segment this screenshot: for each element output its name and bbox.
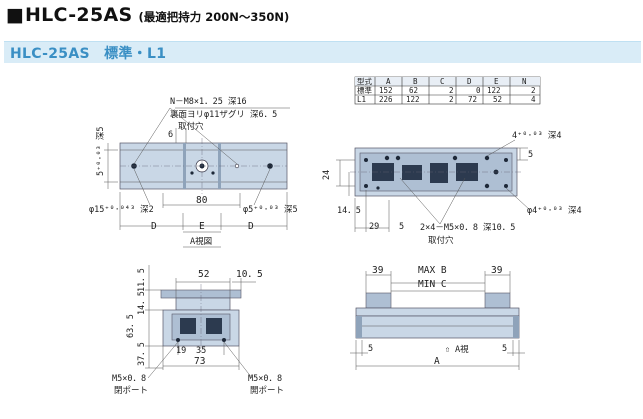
right-hole-callout: φ5⁺⁰·⁰³ 深5: [243, 205, 298, 215]
side-dim-39-right: 39: [491, 265, 503, 276]
table-header-d: D: [467, 77, 472, 86]
plan-dim-5b: 5: [399, 222, 404, 232]
tap-hole-caption: 取付穴: [428, 235, 454, 246]
open-port-size: M5×0．8: [248, 374, 282, 384]
counterbore-callout: 裏面ヨリφ11ザグリ 深6．5: [170, 109, 277, 120]
dim-d-right: D: [248, 221, 254, 232]
section-title: HLC-25AS 標準・L1: [10, 46, 167, 62]
side-dim-a: A: [434, 356, 440, 367]
end-dim-19: 19: [176, 346, 186, 356]
model-title: HLC-25AS: [24, 4, 133, 26]
table-header-a: A: [386, 77, 391, 86]
page-header: ■ HLC-25AS (最適把持力 200N〜350N): [6, 4, 289, 30]
side-view-drawing: [350, 271, 525, 370]
view-a-caption: A視図: [190, 236, 212, 247]
left-hole-callout: φ15⁺⁰·⁰⁴³ 深2: [89, 205, 154, 215]
table-header-type: 型式: [357, 76, 372, 86]
close-port-size: M5×0．8: [112, 374, 146, 384]
end-dim-10-5: 10．5: [236, 269, 263, 280]
mount-hole-caption: 取付穴: [178, 121, 204, 132]
grip-force-subtitle: (最適把持力 200N〜350N): [138, 10, 290, 24]
dim-80: 80: [196, 195, 208, 206]
table-row2-n: 4: [531, 95, 536, 104]
spec-table: 型式 A B C D E N 標準 152 62 2 0 122 2 L1 22…: [354, 76, 541, 105]
dim-e: E: [199, 221, 205, 232]
table-header-b: B: [413, 77, 418, 86]
end-dim-37-5: 37．5: [137, 342, 147, 366]
plan-dim-5: 5: [528, 150, 533, 160]
open-port-label: 開ポート: [250, 386, 284, 396]
table-row1-d: 0: [476, 86, 481, 95]
close-port-label: 閉ポート: [114, 386, 148, 396]
table-row2-b: 122: [406, 95, 420, 104]
table-header-c: C: [440, 77, 445, 86]
section-band: HLC-25AS 標準・L1: [4, 41, 641, 63]
table-row1-a: 152: [379, 86, 393, 95]
end-dim-52: 52: [198, 269, 209, 280]
plan-view-drawing: [336, 139, 531, 232]
side-dim-5-right: 5: [502, 344, 507, 354]
table-row2-c: 2: [449, 95, 454, 104]
side-min-c: MIN C: [418, 279, 447, 290]
side-view-a-label: A視: [455, 344, 469, 355]
table-row2-type: L1: [357, 95, 366, 104]
dim-6: 6: [168, 130, 173, 140]
table-row1-n: 2: [531, 86, 536, 95]
end-dim-63-5: 63．5: [126, 314, 136, 338]
pin-hole-note-2: φ4⁺⁰·⁰³ 深4: [527, 206, 582, 216]
plan-dim-14-5: 14．5: [337, 206, 361, 216]
end-dim-11-5: 11．5: [137, 268, 147, 292]
plan-dim-29: 29: [369, 222, 379, 232]
side-max-b: MAX B: [418, 265, 447, 276]
table-row2-a: 226: [379, 95, 393, 104]
end-dim-35: 35: [196, 346, 206, 356]
table-header-n: N: [522, 77, 527, 86]
table-row2-e: 52: [493, 95, 502, 104]
top-view-drawing: [104, 107, 290, 248]
plan-dim-24: 24: [322, 170, 332, 180]
tap-hole-note: 2×4－M5×0．8 深10．5: [420, 223, 515, 233]
header-square-mark: ■: [6, 4, 24, 26]
side-pin-dim: 5⁺⁰·⁰³ 深5: [96, 127, 106, 176]
side-dim-5-left: 5: [368, 344, 373, 354]
table-header-e: E: [494, 77, 499, 86]
table-row2-d: 72: [468, 95, 477, 104]
table-row1-b: 62: [409, 86, 418, 95]
table-row1-type: 標準: [357, 85, 372, 95]
dim-d-left: D: [151, 221, 157, 232]
view-a-arrow-glyph: ⇧: [445, 345, 450, 355]
mount-hole-callout: N－M8×1．25 深16: [170, 97, 247, 107]
pin-hole-note: 4⁺⁰·⁰³ 深4: [512, 131, 561, 141]
end-dim-14-5: 14．5: [137, 291, 147, 315]
side-dim-39-left: 39: [372, 265, 384, 276]
table-row1-c: 2: [449, 86, 454, 95]
end-view-drawing: [145, 265, 256, 379]
end-dim-73: 73: [194, 356, 205, 367]
table-row1-e: 122: [487, 86, 501, 95]
